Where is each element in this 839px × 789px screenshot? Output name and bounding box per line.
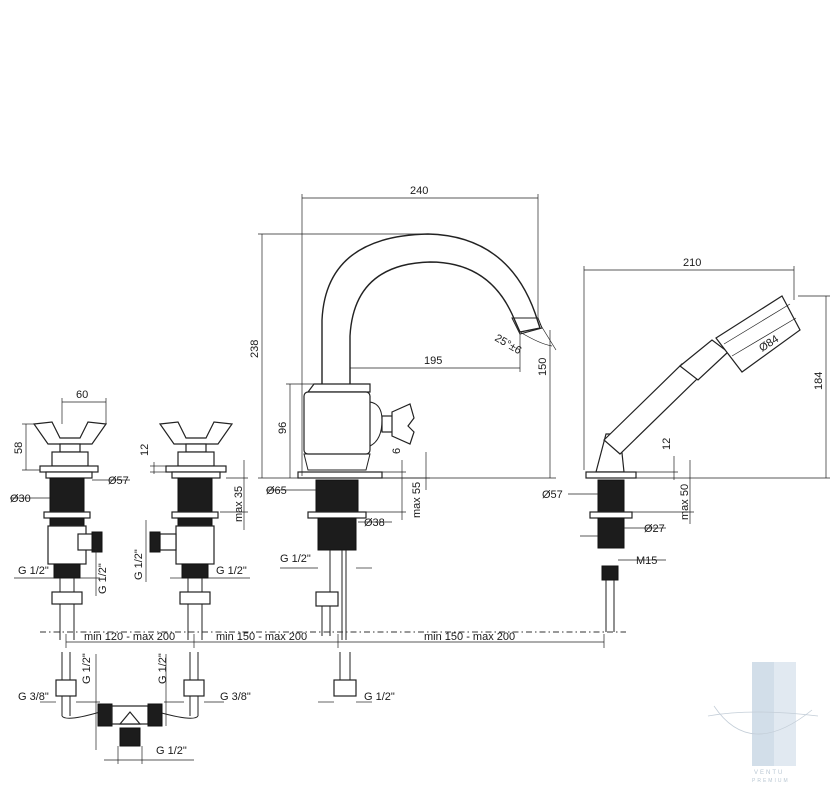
dim-150: 150 [537, 358, 549, 376]
dimension-lines [10, 194, 830, 596]
thread-g12-conn-spout: G 1/2" [364, 691, 395, 703]
dim-65: Ø65 [266, 485, 287, 497]
brand-tagline: PREMIUM [752, 778, 790, 784]
span-label-3: min 150 - max 200 [424, 631, 515, 643]
thread-g12-left: G 1/2" [18, 565, 49, 577]
thread-g12-conn-bottom: G 1/2" [156, 745, 187, 757]
dim-30: Ø30 [10, 493, 31, 505]
thread-g38-left: G 3/8" [18, 691, 49, 703]
span-label-1: min 120 - max 200 [84, 631, 175, 643]
dim-57-valve: Ø57 [108, 475, 129, 487]
dim-60: 60 [76, 389, 88, 401]
thread-m15: M15 [636, 555, 657, 567]
dim-max-50: max 50 [679, 484, 691, 520]
valve-middle [149, 421, 234, 640]
brand-logo: VENTU PREMIUM [707, 662, 819, 784]
dim-195: 195 [424, 355, 442, 367]
dim-240: 240 [410, 185, 428, 197]
dim-27: Ø27 [644, 523, 665, 535]
t-connector [55, 652, 357, 747]
thread-g12-valve1-side: G 1/2" [97, 563, 109, 594]
logo-bar-left [752, 662, 774, 766]
logo-bar-right [774, 662, 796, 766]
dim-238: 238 [249, 340, 261, 358]
dim-96: 96 [277, 422, 289, 434]
dim-12-valve: 12 [139, 444, 151, 456]
thread-g38-right: G 3/8" [220, 691, 251, 703]
dimension-labels: 240 210 238 195 150 96 184 60 58 12 12 6… [10, 185, 825, 757]
dim-58: 58 [13, 442, 25, 454]
dim-angle: 25°±6 [493, 332, 524, 357]
thread-g12-conn-right: G 1/2" [157, 653, 169, 684]
thread-g12-valve2: G 1/2" [216, 565, 247, 577]
valve-left [32, 421, 108, 640]
dim-210: 210 [683, 257, 701, 269]
brand-name: VENTU [754, 770, 784, 776]
dim-57-shower: Ø57 [542, 489, 563, 501]
connector-dims [40, 654, 372, 764]
thread-g12-conn-left: G 1/2" [81, 653, 93, 684]
span-label-2: min 150 - max 200 [216, 631, 307, 643]
thread-g12-valve2-side: G 1/2" [133, 549, 145, 580]
dim-38: Ø38 [364, 517, 385, 529]
dim-184: 184 [813, 372, 825, 390]
dim-6: 6 [391, 448, 403, 454]
dim-max-55: max 55 [411, 482, 423, 518]
thread-g12-spout: G 1/2" [280, 553, 311, 565]
span-dimension [40, 631, 626, 648]
hand-shower [585, 295, 801, 632]
spout-assembly [297, 233, 543, 640]
dim-max-35: max 35 [233, 486, 245, 522]
dim-12-shower: 12 [661, 438, 673, 450]
